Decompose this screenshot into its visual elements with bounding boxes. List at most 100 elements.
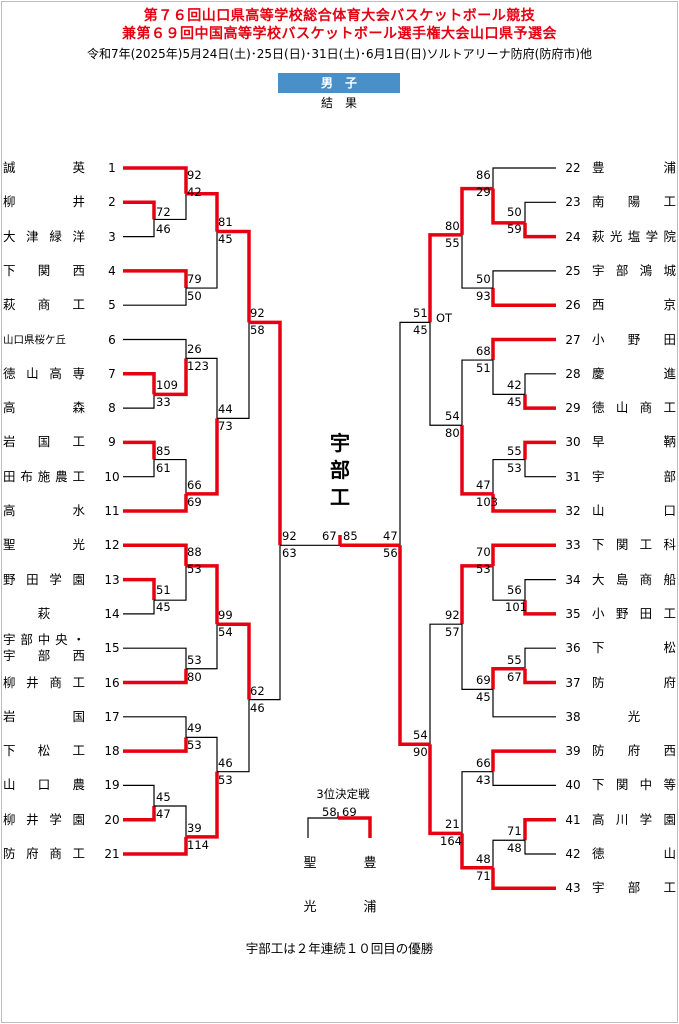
bracket-line <box>461 234 493 289</box>
seed-number: 40 <box>565 778 581 793</box>
team-name: 小野田工 <box>592 606 676 622</box>
game-score: 90 <box>413 745 428 760</box>
seed-number: 21 <box>104 847 120 861</box>
team-name-char: 柳 <box>3 674 16 690</box>
seed-number: 4 <box>108 263 116 278</box>
bracket-line <box>523 394 556 410</box>
game-score: 73 <box>218 419 233 434</box>
game-score: 33 <box>156 395 171 410</box>
team-name-char: 防 <box>3 846 16 861</box>
seed-number: 39 <box>565 744 581 759</box>
team-name-char: 柳 <box>3 811 16 827</box>
team-name-char: 工 <box>72 743 85 759</box>
game-score: 59 <box>507 222 522 237</box>
game-score: 53 <box>187 738 202 753</box>
third-place-label: 3位決定戦 <box>316 787 370 801</box>
game-score: 63 <box>282 546 297 561</box>
bracket-line <box>491 337 556 361</box>
team-name: 誠英 <box>3 160 85 176</box>
team-name-char: 津 <box>26 228 39 244</box>
team-name-char: 小 <box>592 331 605 347</box>
team-name-char: 関 <box>615 777 629 793</box>
team-name-char: 西 <box>663 743 676 759</box>
game-score: 46 <box>250 700 265 715</box>
team-name: 田布施農工 <box>3 469 85 485</box>
game-score: 50 <box>476 272 491 287</box>
team-name-line: 宇部中央・ <box>3 632 85 648</box>
champion-name: 宇 部 工 <box>322 430 358 511</box>
bracket-line <box>399 321 430 546</box>
team-name-char: 田 <box>26 571 39 587</box>
team-name: 大津緑洋 <box>3 229 85 245</box>
team-name: 宇部 <box>592 469 676 485</box>
bracket-line <box>524 201 556 223</box>
game-score: 54 <box>445 409 460 424</box>
game-score: 54 <box>218 625 233 640</box>
bracket-line <box>492 360 525 395</box>
bracket-line <box>154 458 187 494</box>
bracket-line <box>428 233 462 323</box>
team-name-char: 野 <box>3 571 16 587</box>
team-name: 豊浦 <box>592 160 676 176</box>
game-score: 85 <box>156 443 171 458</box>
game-score: 45 <box>413 323 428 338</box>
team-name-char: 豊 <box>592 160 605 175</box>
game-score: 80 <box>187 669 202 684</box>
bracket-line <box>123 493 188 513</box>
game-score: 99 <box>218 608 233 623</box>
division-badge: 男 子 <box>278 73 400 93</box>
team-name: 柳井 <box>3 194 85 210</box>
bracket-line <box>123 647 187 669</box>
team-name-char: 早 <box>592 434 605 450</box>
seed-number: 1 <box>108 161 116 175</box>
tournament-title: 第７６回山口県高等学校総合体育大会バスケットボール競技 <box>143 8 536 24</box>
team-name-char: 国 <box>72 708 85 724</box>
game-score: OT <box>436 311 453 326</box>
team-name-char: 西 <box>592 297 605 313</box>
team-name-char: 岩 <box>3 708 16 724</box>
team-name-char: 部 <box>627 880 641 896</box>
team-name: 高水 <box>3 503 85 519</box>
team-name: 萩光塩学院 <box>592 229 676 245</box>
game-score: 70 <box>476 545 491 560</box>
team-name-char: 山 <box>592 503 605 518</box>
team-name-char: 口 <box>37 777 51 793</box>
team-name: 防府商工 <box>3 846 85 862</box>
team-name: 高川学園 <box>592 812 676 828</box>
third-place-left-team: 聖光 <box>303 856 317 915</box>
game-score: 42 <box>507 378 522 393</box>
bracket-line <box>123 459 155 478</box>
team-name-char: 布 <box>20 468 33 484</box>
team-name-char: 専 <box>72 365 85 381</box>
team-name: 西京 <box>592 297 676 313</box>
bracket-line <box>123 600 155 615</box>
bracket-line <box>492 458 525 494</box>
seed-number: 32 <box>565 504 581 518</box>
bracket-line <box>491 867 556 891</box>
game-score: 62 <box>250 683 265 698</box>
team-name-char: 下 <box>3 743 16 759</box>
bracket-line <box>523 440 556 460</box>
game-score: 68 <box>476 344 491 359</box>
team-name: 下松 <box>592 640 676 656</box>
team-name-char: 光 <box>72 537 85 553</box>
bracket-line <box>123 737 188 753</box>
game-score: 53 <box>476 562 491 577</box>
game-score: 85 <box>343 529 358 544</box>
team-name: 柳井商工 <box>3 675 85 691</box>
bracket-line <box>460 833 493 870</box>
game-score: 80 <box>445 426 460 441</box>
team-name-char: 部 <box>615 262 629 278</box>
bracket-line <box>186 418 219 496</box>
team-name: 宇部中央・宇 部 西 <box>3 632 85 664</box>
game-score: 86 <box>476 168 491 182</box>
bracket-line <box>123 836 188 856</box>
team-name: 萩商工 <box>3 297 85 313</box>
team-name-char: 工 <box>72 434 85 450</box>
team-name-char: 商 <box>49 674 62 690</box>
game-score: 39 <box>187 820 202 835</box>
seed-number: 26 <box>565 298 581 313</box>
bracket-line <box>338 816 372 838</box>
team-name-char: 聖 <box>3 537 16 553</box>
seed-number: 37 <box>565 675 581 690</box>
